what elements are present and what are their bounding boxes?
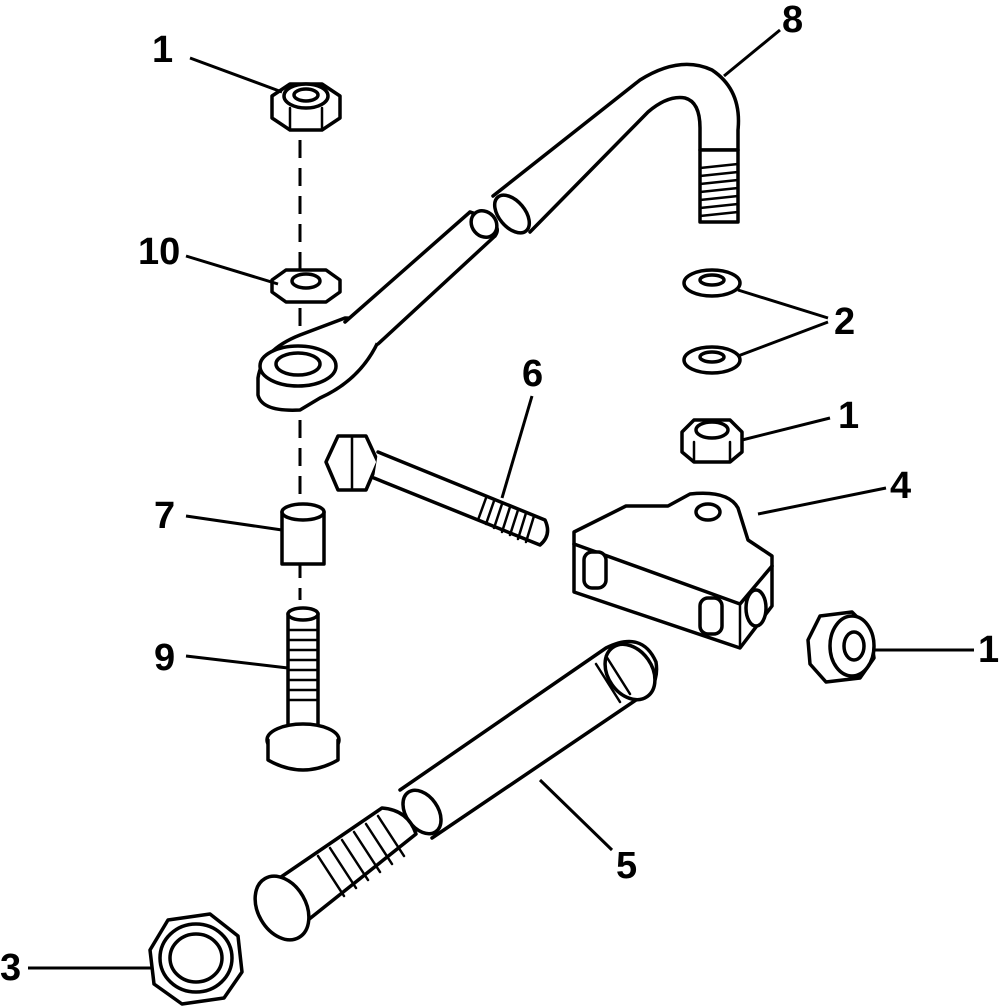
callout-7: 7: [154, 495, 175, 537]
threaded-tube-5: [253, 639, 659, 942]
washer-upper: [682, 268, 742, 298]
bracket-4: [572, 491, 774, 650]
leader-lines: [28, 28, 974, 970]
callout-1-right: 1: [978, 629, 999, 671]
locknut-top: [270, 82, 342, 132]
callout-4: 4: [890, 465, 911, 507]
callout-6: 6: [522, 353, 543, 395]
callout-1-top: 1: [152, 29, 173, 71]
callout-10: 10: [138, 231, 180, 273]
jam-nut-3: [148, 912, 244, 1006]
callout-5: 5: [616, 845, 637, 887]
bolt-6: [324, 434, 550, 547]
callout-2: 2: [834, 301, 855, 343]
nut-middle-right: [680, 418, 744, 464]
nut-10: [270, 268, 342, 304]
spacer-7: [280, 502, 326, 566]
locknut-lower-right: [806, 610, 876, 684]
washer-lower: [682, 345, 742, 375]
callout-3: 3: [0, 947, 21, 989]
link-rod-8: [256, 62, 741, 412]
callout-8: 8: [782, 0, 803, 41]
callout-1-middle: 1: [838, 395, 859, 437]
bolt-9: [265, 606, 341, 772]
callout-9: 9: [154, 637, 175, 679]
